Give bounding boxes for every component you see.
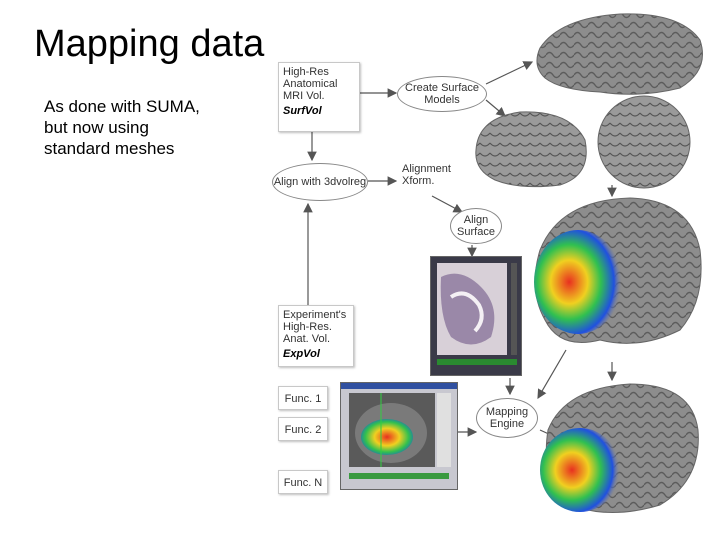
mapping-engine-node: Mapping Engine [476,398,538,438]
experiment-anat-box: Experiment's High-Res. Anat. Vol. ExpVol [278,305,354,367]
functional-viewer-panel [340,382,458,490]
activation-overlay-top [534,230,622,334]
slide-title: Mapping data [34,23,265,65]
anatomical-viewer-panel [430,256,522,376]
experiment-anat-label: Experiment's High-Res. Anat. Vol. [283,309,347,345]
func-1-box: Func. 1 [278,386,328,410]
arrow-xform-to-alignsurface [431,195,464,213]
func-2-box: Func. 2 [278,417,328,441]
create-surface-models-node: Create Surface Models [397,76,487,112]
expvol-tag: ExpVol [283,348,320,360]
slide-bullet-text: As done with SUMA, but now using standar… [44,97,200,158]
arrow-create-to-brains2 [485,99,506,117]
arrow-brain-to-mapping [537,349,567,400]
high-res-anatomical-label: High-Res Anatomical MRI Vol. [283,66,338,102]
func-n-box: Func. N [278,470,328,494]
brain-sphere [597,95,691,189]
brain-medial-mid [475,111,587,188]
align-surface-node: Align Surface [450,208,502,244]
functional-slice-image [341,383,457,479]
activation-overlay-bottom [540,428,620,512]
arrow-create-to-brains [485,61,534,85]
surfvol-tag: SurfVol [283,105,322,117]
high-res-anatomical-box: High-Res Anatomical MRI Vol. SurfVol [278,62,360,132]
brain-lateral-top [536,13,703,95]
align-3dvolreg-node: Align with 3dvolreg [272,163,368,201]
alignment-xform-box: Alignment Xform. [398,160,466,194]
anatomical-slice-image [437,263,517,365]
